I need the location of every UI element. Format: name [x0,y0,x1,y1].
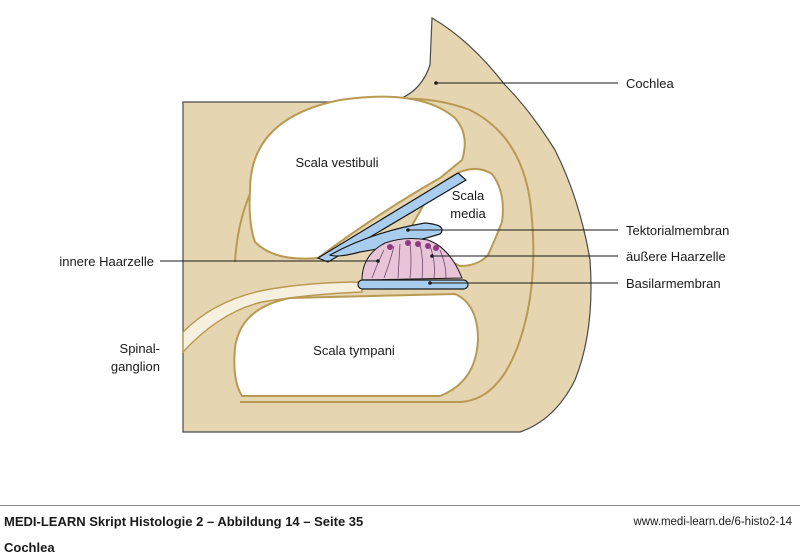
nerve-fibers [182,281,363,354]
hair-cell-strokes [371,242,447,279]
label-scala-tympani: Scala tympani [313,343,395,358]
label-scala-media-2: media [450,206,486,221]
hair-cell-nuclei [387,240,439,251]
leader-dots [376,81,438,285]
label-cochlea: Cochlea [626,76,674,91]
label-basilarmembran: Basilarmembran [626,276,721,291]
label-innere-haarzelle: innere Haarzelle [59,254,154,269]
basilar-membrane [357,279,469,290]
label-scala-vestibuli: Scala vestibuli [295,155,378,170]
label-spinalganglion-2: ganglion [111,359,160,374]
reissner-membrane [316,172,468,263]
label-spinalganglion-1: Spinal- [120,341,160,356]
label-aeussere-haarzelle: äußere Haarzelle [626,249,726,264]
cochlea-diagram: Cochlea Scala vestibuli Scala media Tekt… [59,16,729,433]
label-tektorialmembran: Tektorialmembran [626,223,729,238]
footer-url[interactable]: www.medi-learn.de/6-histo2-14 [633,516,792,528]
scala-tympani-cavity [233,292,480,397]
label-scala-media-1: Scala [452,188,485,203]
leader-lines [160,82,618,284]
tectorial-membrane [328,222,443,257]
footer-divider [0,505,800,506]
figure-caption: Cochlea [4,540,55,555]
scala-vestibuli-cavity [248,95,466,260]
footer-title: MEDI-LEARN Skript Histologie 2 – Abbildu… [4,514,364,529]
